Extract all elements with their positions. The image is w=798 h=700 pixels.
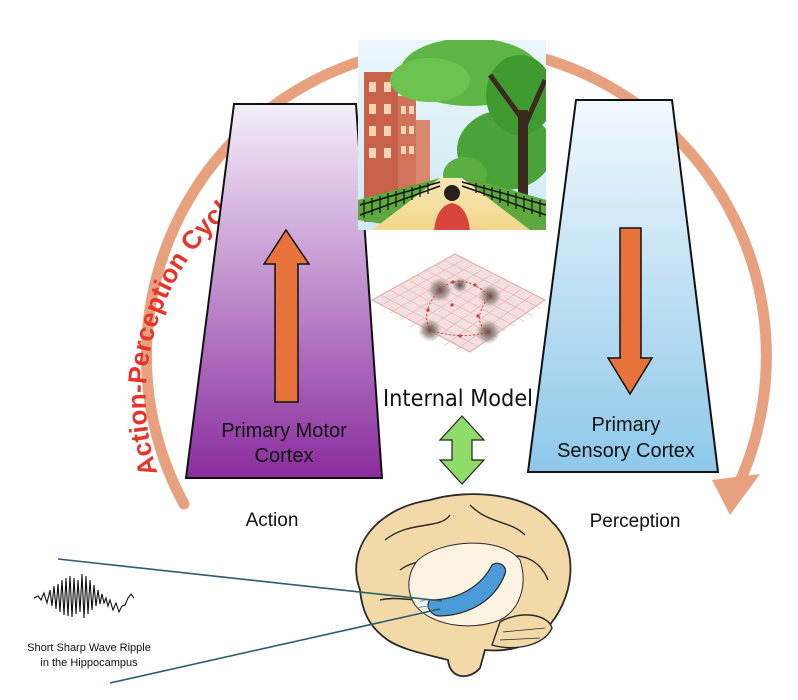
downward-arrow-icon (606, 227, 654, 396)
ripple-caption-line2: in the Hippocampus (40, 657, 138, 669)
ripple-waveform-icon (33, 573, 135, 619)
action-caption: Action (246, 510, 299, 531)
cycle-arrowhead-icon (712, 474, 760, 515)
sensory-cortex-block: Primary Sensory Cortex (526, 99, 720, 473)
connector-line-top (57, 558, 443, 602)
upward-arrow-icon (262, 228, 311, 403)
internal-model-label: Internal Model (383, 386, 533, 412)
motor-label-line2: Cortex (255, 445, 314, 467)
double-arrow-icon (438, 415, 486, 485)
brain-hippocampus-icon (355, 493, 572, 677)
motor-label-line1: Primary Motor (221, 420, 347, 442)
ripple-caption-line1: Short Sharp Wave Ripple (27, 642, 151, 654)
motor-cortex-block: Primary Motor Cortex (184, 103, 384, 479)
park-walk-scene (358, 40, 546, 230)
connector-line-bottom (109, 608, 441, 684)
sensory-label-line2: Sensory Cortex (557, 440, 695, 462)
grid-landscape-icon (370, 253, 546, 353)
walking-person-icon (434, 185, 470, 230)
perception-caption: Perception (590, 511, 681, 532)
sensory-label-line1: Primary (592, 414, 661, 436)
